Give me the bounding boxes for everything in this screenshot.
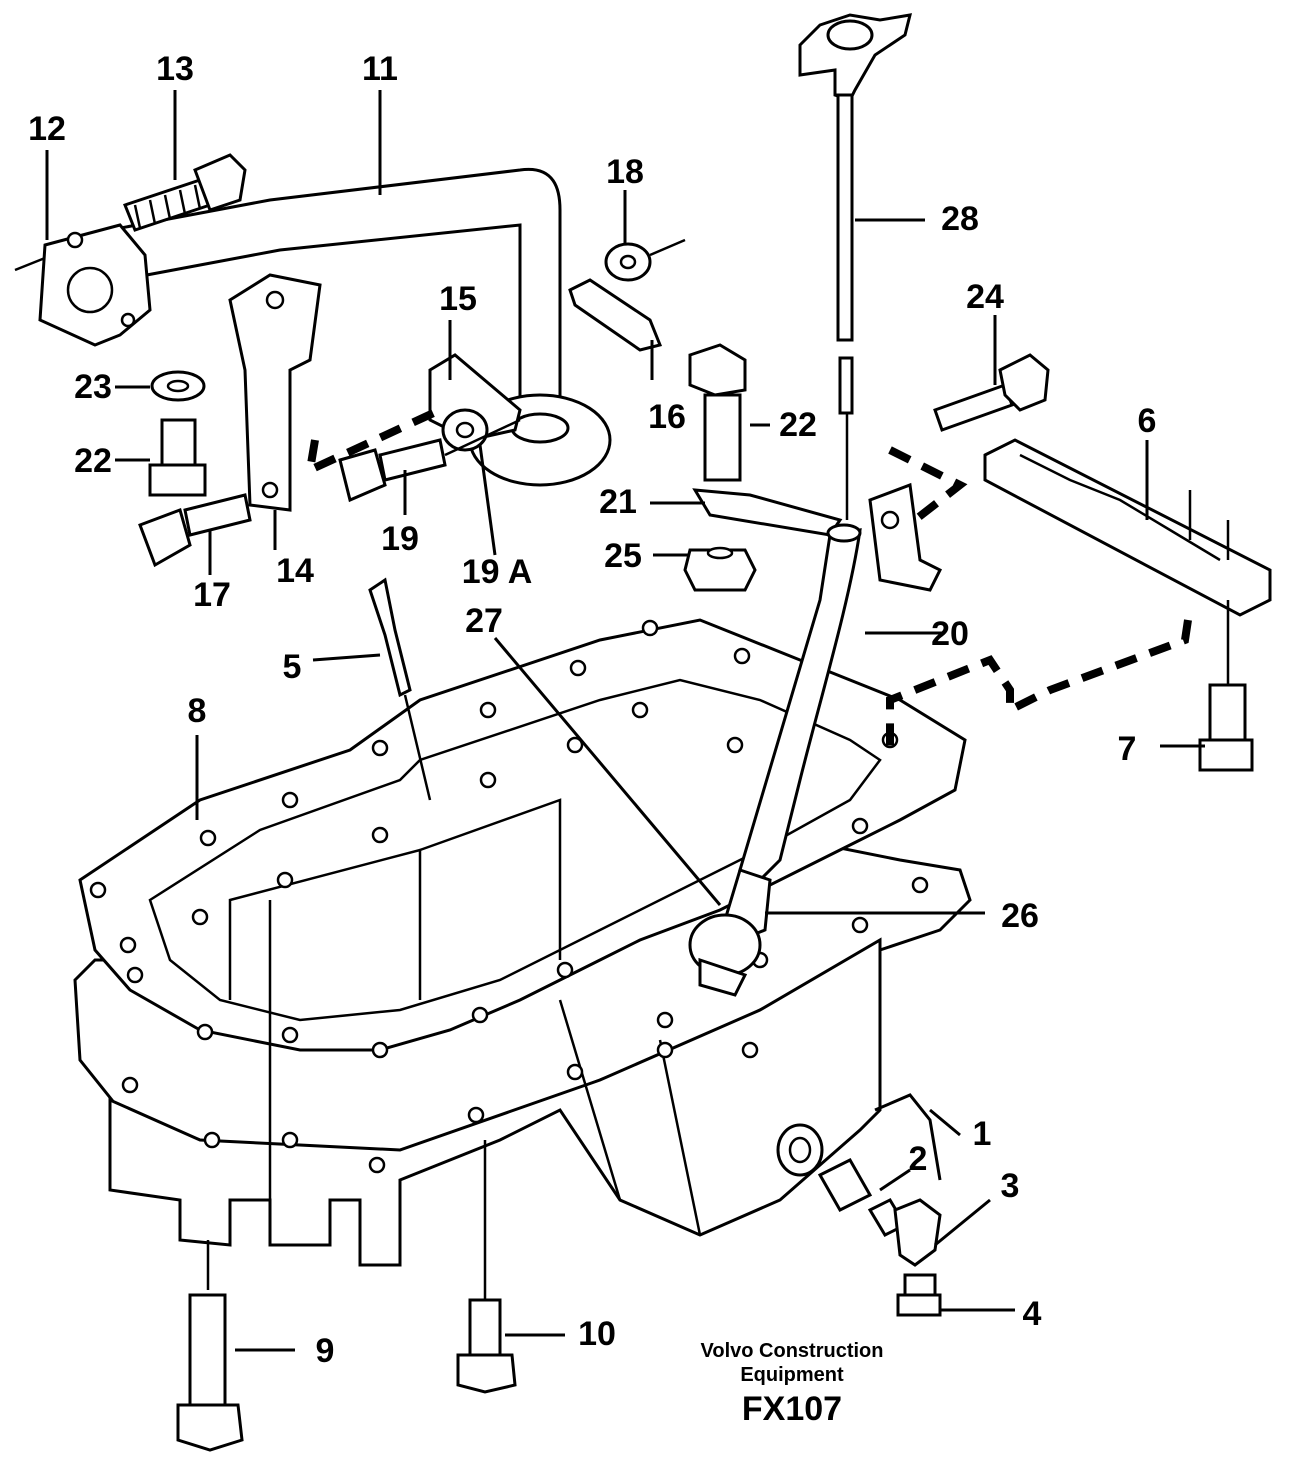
- callout-11: 11: [362, 50, 398, 88]
- drain-fittings: [817, 1158, 942, 1317]
- callout-22-right: 22: [779, 406, 817, 444]
- callout-14: 14: [276, 552, 314, 590]
- bolt-19: [338, 418, 521, 503]
- dipstick-tube-20: [688, 482, 943, 997]
- callout-19: 19: [381, 520, 419, 558]
- callout-6: 6: [1138, 402, 1157, 440]
- callout-12: 12: [28, 110, 66, 148]
- support-6: [983, 438, 1272, 617]
- figure-code: FX107: [742, 1390, 842, 1428]
- callout-8: 8: [188, 692, 207, 730]
- callout-17: 17: [193, 576, 231, 614]
- callout-2: 2: [909, 1140, 928, 1178]
- callout-7: 7: [1118, 730, 1137, 768]
- callout-4: 4: [1023, 1295, 1042, 1333]
- callout-23: 23: [74, 368, 112, 406]
- bolt-7: [1198, 600, 1254, 772]
- bolt-22-left: [148, 370, 207, 497]
- alignment-lines: [304, 406, 1192, 750]
- callout-labels: 1 2 3 4 5 6 7 8 9 10 11 12 13 14 15 16 1…: [28, 50, 1156, 1370]
- sensor-5: [368, 577, 432, 801]
- bolt-9: [176, 1240, 244, 1452]
- caption: Volvo Construction Equipment FX107: [701, 1340, 884, 1428]
- callout-16: 16: [648, 398, 686, 436]
- callout-25: 25: [604, 537, 642, 575]
- strap-16: [568, 238, 686, 352]
- callout-26: 26: [1001, 897, 1039, 935]
- callout-10: 10: [578, 1315, 616, 1353]
- dipstick-28: [798, 13, 913, 520]
- callout-18: 18: [606, 153, 644, 191]
- callout-27: 27: [465, 602, 503, 640]
- bolt-17: [138, 493, 252, 568]
- caption-line-1: Volvo Construction: [701, 1340, 884, 1362]
- callout-24: 24: [966, 278, 1004, 316]
- bolt-24: [933, 353, 1050, 432]
- callout-19a: 19 A: [462, 553, 533, 591]
- callout-15: 15: [439, 280, 477, 318]
- leader-lines: [45, 90, 1205, 1352]
- bolt-22-right: [683, 343, 843, 592]
- caption-line-2: Equipment: [740, 1364, 844, 1386]
- bolt-13: [123, 153, 247, 232]
- suction-pipe: [14, 167, 612, 487]
- callout-22-left: 22: [74, 442, 112, 480]
- callout-28: 28: [941, 200, 979, 238]
- callout-5: 5: [283, 648, 302, 686]
- bracket-14: [228, 273, 322, 512]
- bolt-10: [456, 1140, 517, 1394]
- callout-21: 21: [599, 483, 637, 521]
- callout-3: 3: [1001, 1167, 1020, 1205]
- callout-13: 13: [156, 50, 194, 88]
- callout-9: 9: [316, 1332, 335, 1370]
- callout-20: 20: [931, 615, 969, 653]
- callout-1: 1: [973, 1115, 992, 1153]
